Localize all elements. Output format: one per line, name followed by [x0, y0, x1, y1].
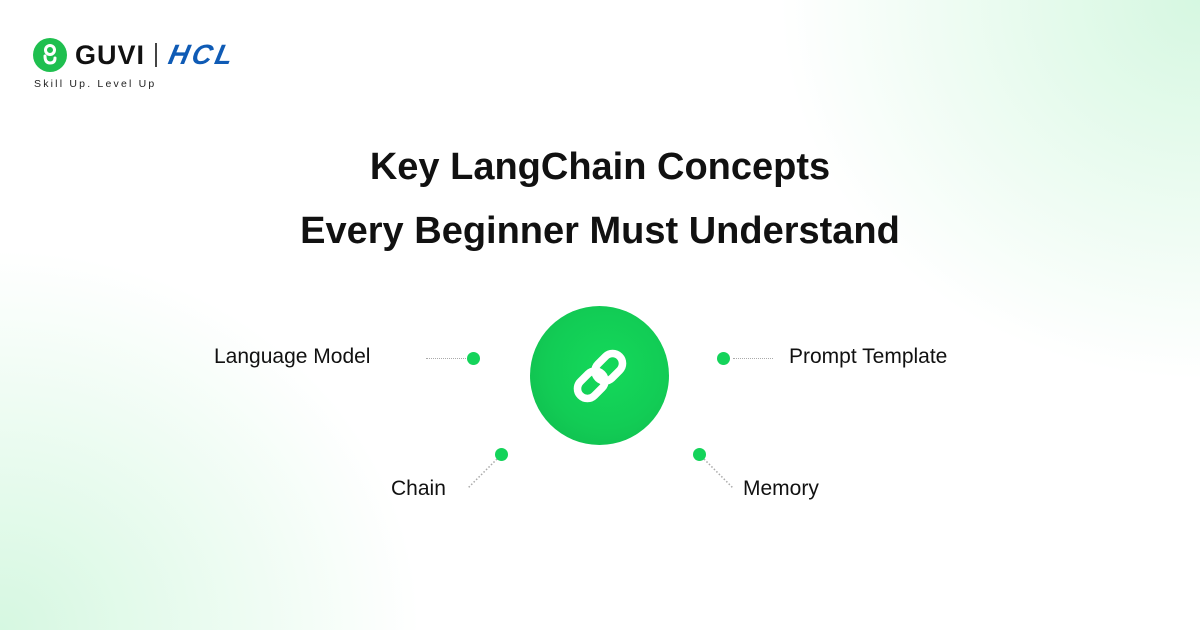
connector-prompt-template — [733, 358, 773, 359]
center-hub — [530, 306, 669, 445]
page-title: Key LangChain Concepts Every Beginner Mu… — [0, 135, 1200, 263]
node-dot-prompt-template — [717, 352, 730, 365]
brand-logo: GUVI HCL Skill Up. Level Up — [33, 38, 238, 90]
node-dot-memory — [693, 448, 706, 461]
guvi-logo-icon — [33, 38, 67, 72]
title-line-1: Key LangChain Concepts — [369, 146, 831, 188]
node-dot-chain — [495, 448, 508, 461]
node-label-chain: Chain — [391, 477, 446, 500]
link-chain-icon — [573, 349, 626, 402]
title-line-2: Every Beginner Must Understand — [300, 210, 900, 252]
node-label-language-model: Language Model — [214, 345, 371, 368]
node-dot-language-model — [467, 352, 480, 365]
guvi-wordmark: GUVI — [75, 39, 146, 70]
connector-language-model — [426, 358, 468, 359]
tagline: Skill Up. Level Up — [34, 78, 157, 90]
node-label-prompt-template: Prompt Template — [789, 345, 948, 368]
node-label-memory: Memory — [743, 477, 819, 500]
logo-divider — [155, 43, 157, 67]
